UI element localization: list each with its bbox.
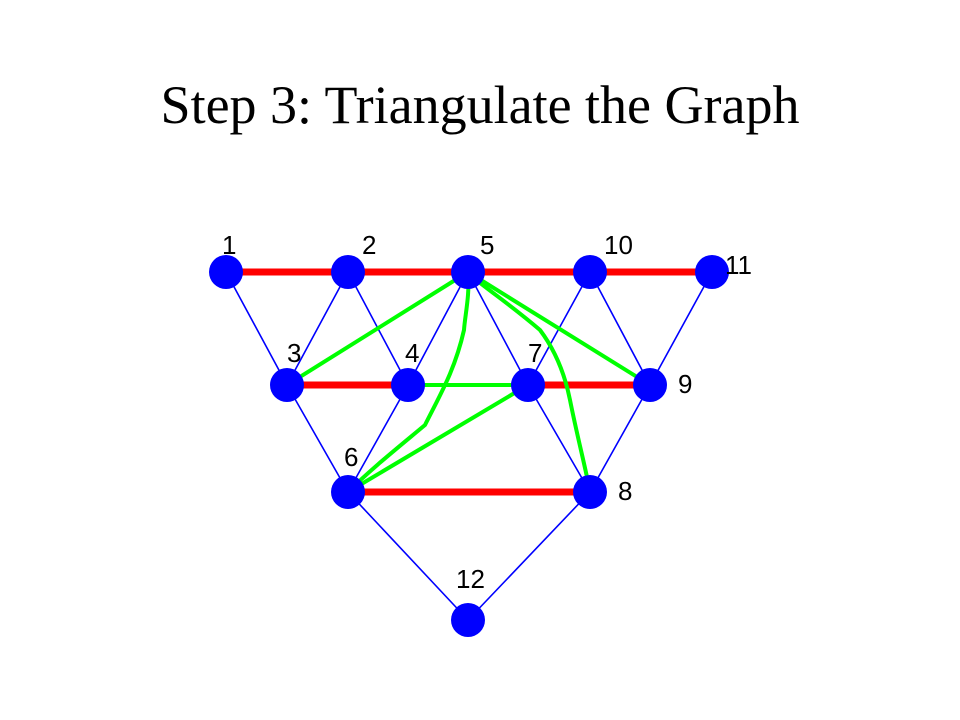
node-label-1: 1: [222, 230, 236, 260]
node-label-2: 2: [362, 230, 376, 260]
original-edge-3-6: [286, 384, 349, 493]
node-8: [573, 475, 607, 509]
node-3: [270, 368, 304, 402]
node-6: [331, 475, 365, 509]
node-label-5: 5: [480, 230, 494, 260]
original-edge-7-8: [527, 384, 591, 493]
node-9: [633, 368, 667, 402]
original-edge-6-12: [347, 491, 469, 621]
node-11: [695, 255, 729, 289]
original-edge-8-12: [467, 491, 591, 621]
node-label-3: 3: [287, 338, 301, 368]
node-5: [451, 255, 485, 289]
graph-nodes: [209, 255, 729, 637]
node-label-4: 4: [405, 338, 419, 368]
ordered-edges: [222, 268, 716, 496]
node-label-7: 7: [528, 338, 542, 368]
fill-in-edges: [285, 270, 652, 494]
slide-title: Step 3: Triangulate the Graph: [160, 75, 800, 135]
node-4: [391, 368, 425, 402]
node-7: [511, 368, 545, 402]
original-edge-1-3: [225, 271, 288, 386]
original-edge-5-4: [407, 271, 469, 386]
original-edge-9-8: [589, 384, 651, 493]
node-label-11: 11: [725, 250, 752, 280]
fill-in-edge-5-9: [466, 270, 652, 387]
fill-in-edge-5-6: [346, 270, 471, 494]
node-label-12: 12: [456, 564, 485, 594]
node-1: [209, 255, 243, 289]
node-label-6: 6: [344, 442, 358, 472]
node-2: [331, 255, 365, 289]
node-label-10: 10: [604, 230, 633, 260]
fill-in-edge-5-8: [466, 270, 592, 494]
fill-in-edge-5-3: [285, 270, 470, 387]
original-edge-4-6: [347, 384, 409, 493]
fill-in-edge-6-7: [346, 383, 530, 494]
node-label-8: 8: [618, 476, 632, 506]
node-10: [573, 255, 607, 289]
node-12: [451, 603, 485, 637]
node-label-9: 9: [678, 369, 692, 399]
original-edge-2-3: [286, 271, 349, 386]
original-edge-10-9: [589, 271, 651, 386]
original-edge-5-7: [467, 271, 529, 386]
original-edge-11-9: [649, 271, 713, 386]
